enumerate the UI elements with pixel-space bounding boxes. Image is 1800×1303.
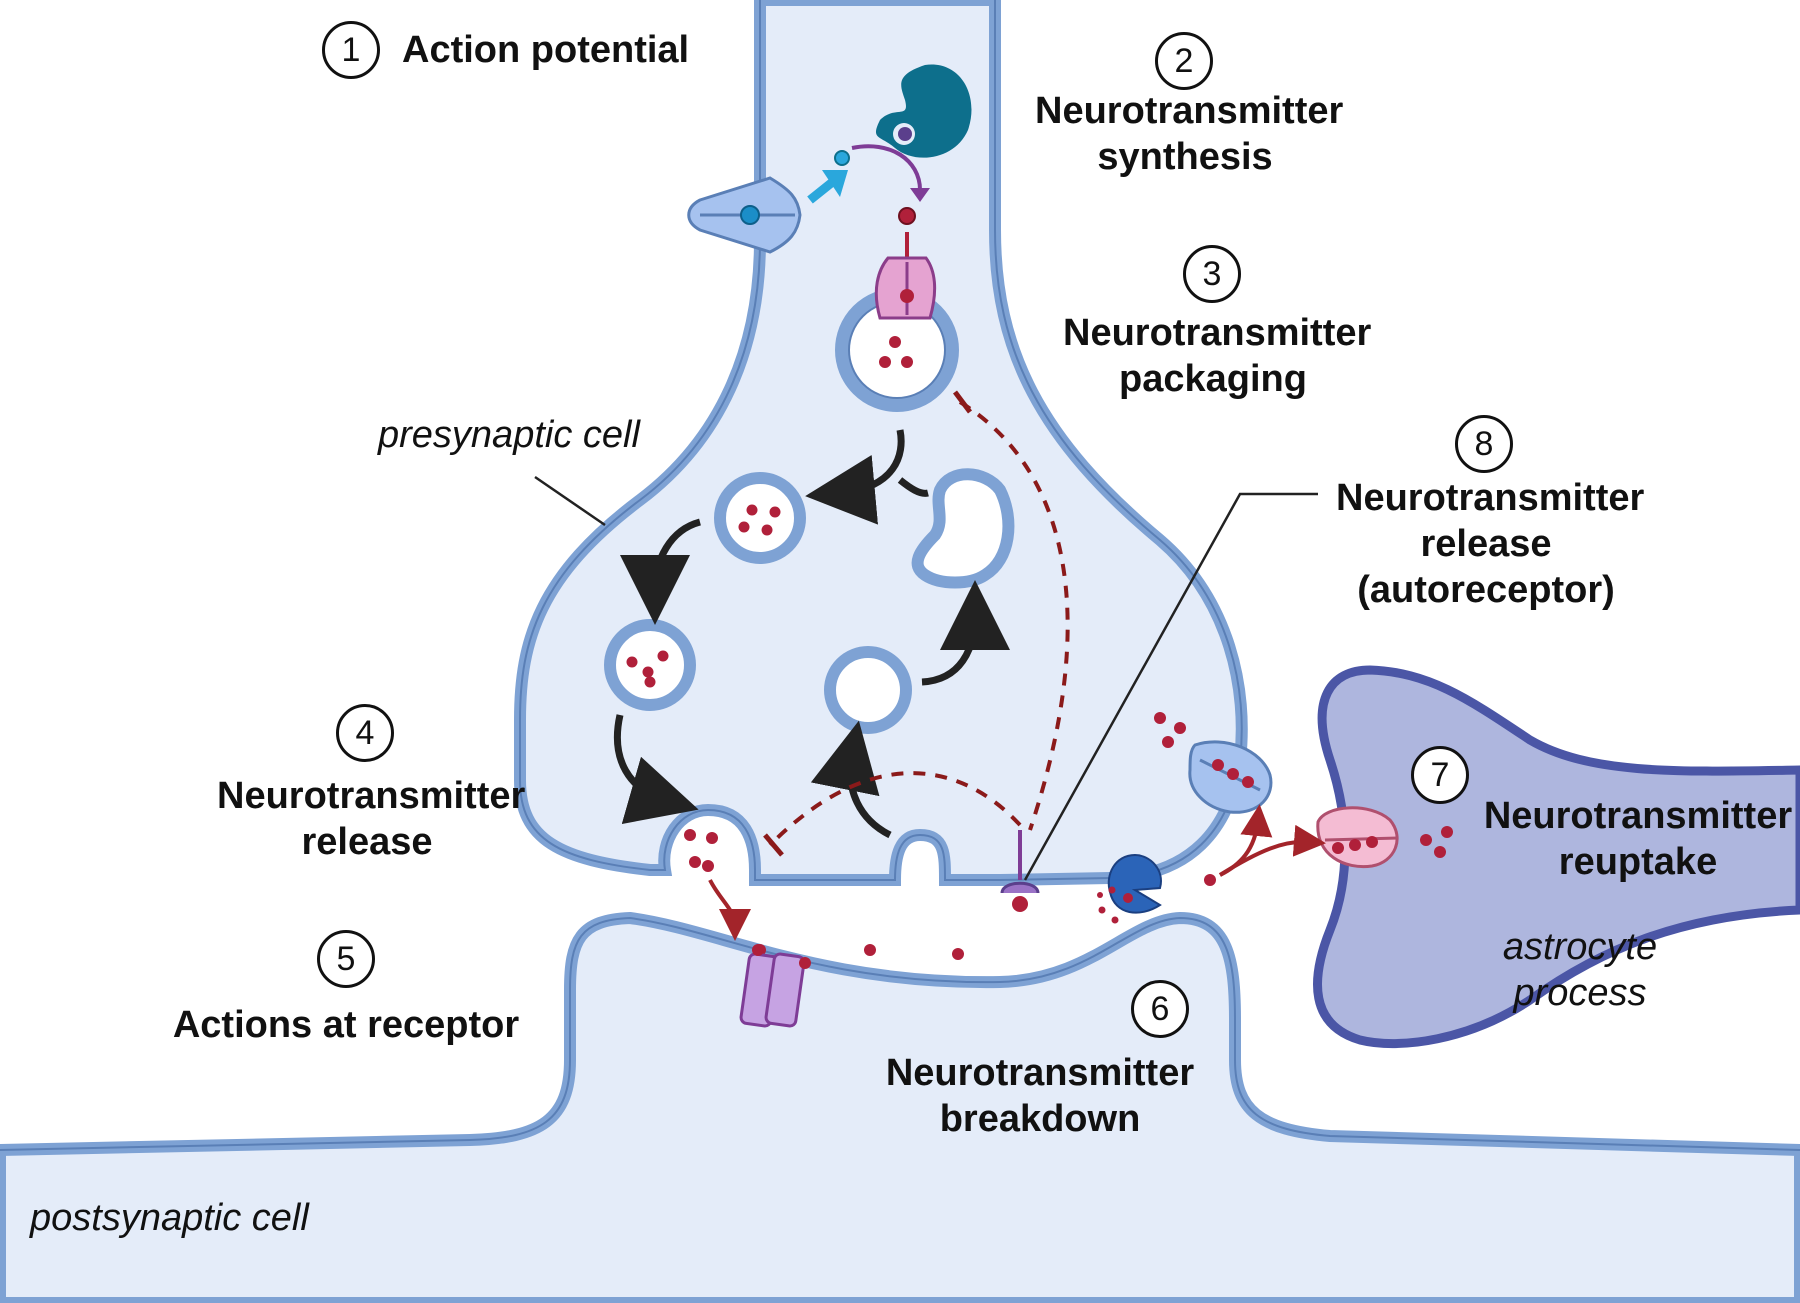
astrocyte-label-line-2: process <box>1513 972 1647 1014</box>
precursor-dot <box>834 150 850 166</box>
postsynaptic-receptor <box>739 944 811 1028</box>
neurotransmitter-dot <box>898 207 916 225</box>
step-7-label-line-1: Neurotransmitter <box>1483 795 1793 837</box>
reuptake-arrow-presynaptic <box>1219 804 1273 877</box>
step-1-label: Action potential <box>402 29 690 71</box>
autoreceptor-inhibition-line-2 <box>768 771 1022 847</box>
step-6-number: 6 <box>1131 980 1189 1038</box>
step-3-number: 3 <box>1183 245 1241 303</box>
astrocyte-transporter <box>1316 806 1399 869</box>
step-4-label-line-2: release <box>301 821 433 863</box>
precursor-transporter <box>687 176 802 254</box>
step-2-number: 2 <box>1155 32 1213 90</box>
autoreceptor-inhibition-line-1 <box>958 400 1070 831</box>
release-arrow <box>708 879 751 941</box>
cycle-arrow-2 <box>620 518 702 625</box>
step-4-label-line-1: Neurotransmitter <box>217 775 526 817</box>
cycle-arrow-1 <box>805 429 905 525</box>
presynaptic-pointer-line <box>534 475 606 527</box>
step-4-number: 4 <box>336 704 394 762</box>
step-8-number: 8 <box>1455 415 1513 473</box>
filled-vesicle-2 <box>604 619 696 711</box>
step-7-number: 7 <box>1411 746 1469 804</box>
autoreceptor <box>1000 830 1040 912</box>
step-3-label-line-2: packaging <box>1119 358 1307 400</box>
step-2-label-line-1: Neurotransmitter <box>1035 90 1344 132</box>
postsynaptic-cell-label: postsynaptic cell <box>30 1197 309 1239</box>
precursor-molecule <box>898 127 912 141</box>
step-6-label-line-2: breakdown <box>939 1098 1141 1140</box>
autoreceptor-pointer-line <box>1023 492 1318 881</box>
empty-vesicle <box>824 646 912 734</box>
step-5-number: 5 <box>317 930 375 988</box>
step-7-label-line-2: reuptake <box>1558 841 1718 883</box>
cycle-arrow-4 <box>810 720 892 839</box>
synthesis-arrow <box>851 144 922 191</box>
filled-vesicle-1 <box>714 472 806 564</box>
step-6-label-line-1: Neurotransmitter <box>885 1052 1195 1094</box>
step-8-label-line-1: Neurotransmitter <box>1336 477 1645 519</box>
step-8-label-line-3: (autoreceptor) <box>1357 569 1615 611</box>
step-3-label-line-1: Neurotransmitter <box>1063 312 1372 354</box>
vesicular-pump <box>874 256 937 320</box>
astrocyte-label-line-1: astrocyte <box>1502 926 1658 968</box>
cycle-arrow-3 <box>613 714 699 825</box>
breakdown-enzyme <box>1097 853 1162 924</box>
presynaptic-transporter <box>1188 740 1273 814</box>
recycling-vesicle <box>911 468 1015 589</box>
cycle-arrow-5 <box>921 580 1010 686</box>
presynaptic-cell-label: presynaptic cell <box>378 414 640 456</box>
transport-arrow <box>807 176 838 204</box>
step-2-label-line-2: synthesis <box>1097 136 1273 178</box>
step-5-label: Actions at receptor <box>172 1004 520 1046</box>
step-8-label-line-2: release <box>1420 523 1552 565</box>
reuptake-arrow-astrocyte <box>1218 824 1326 877</box>
step-1-number: 1 <box>322 21 380 79</box>
